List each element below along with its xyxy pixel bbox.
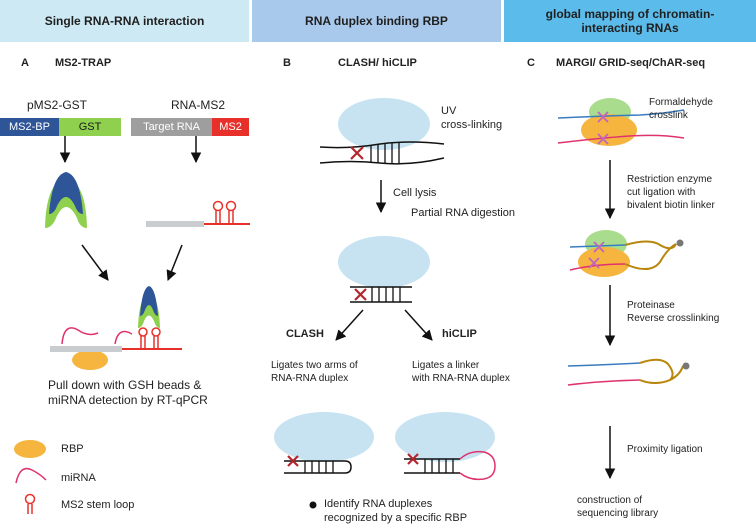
construction-text-1: construction of [577,495,643,506]
uv-crosslink-step [319,98,445,214]
reversed-crosslink-product [567,358,690,480]
rna-ms2-label: RNA-MS2 [171,98,226,112]
stem-loop-legend-icon [24,493,36,514]
ms2bp-gst-protein [45,172,87,228]
identify-text-2: recognized by a specific RBP [324,512,468,524]
identify-text-1: Identify RNA duplexes [324,498,433,510]
panel-c-title: MARGI/ GRID-seq/ChAR-seq [556,57,706,69]
panel-a-letter: A [21,57,29,69]
panel-c-letter: C [527,57,535,69]
gst-box: GST [59,118,121,136]
cell-lysis-text: Cell lysis [393,187,437,199]
uv-text-1: UV [441,105,457,117]
legend-icons [14,440,47,514]
header-chromatin-mapping: global mapping of chromatin-interacting … [504,0,756,42]
clash-product [274,412,374,474]
rna-ms2-construct [146,200,250,227]
ms2bp-box: MS2-BP [0,118,59,136]
formaldehyde-text-2: crosslink [649,110,688,121]
panel-a-title: MS2-TRAP [55,57,112,69]
pms2-gst-label: pMS2-GST [27,98,88,112]
restriction-text-2: cut ligation with [627,187,696,198]
legend-mirna-label: miRNA [61,472,96,484]
partial-digestion-text: Partial RNA digestion [411,207,515,219]
hiclip-desc-2: with RNA-RNA duplex [412,373,510,384]
proteinase-text-1: Proteinase [627,300,675,311]
pulldown-text-2: miRNA detection by RT-qPCR [48,393,208,407]
mirna-legend-icon [15,467,47,484]
hiclip-desc-1: Ligates a linker [412,360,480,371]
restriction-text-1: Restriction enzyme [627,174,713,185]
construction-text-2: sequencing library [577,508,659,519]
hiclip-product [395,412,496,481]
digestion-step [335,236,433,341]
hiclip-label: hiCLIP [442,328,477,340]
formaldehyde-text-1: Formaldehyde [649,97,713,108]
proteinase-text-2: Reverse crosslinking [627,313,720,324]
restriction-text-3: bivalent biotin linker [627,200,715,211]
panel-b-letter: B [283,57,291,69]
uv-text-2: cross-linking [441,119,503,131]
rbp-legend-icon [14,440,46,458]
target-rna-box: Target RNA [131,118,212,136]
header-c-text: global mapping of chromatin-interacting … [545,7,715,35]
ms2-box: MS2 [212,118,249,136]
legend-rbp-label: RBP [61,443,84,455]
header-rna-duplex-rbp: RNA duplex binding RBP [252,0,501,42]
pulldown-text-1: Pull down with GSH beads & [48,378,202,392]
header-single-rna-interaction: Single RNA-RNA interaction [0,0,249,42]
formaldehyde-step [557,98,685,220]
clash-desc-1: Ligates two arms of [271,360,358,371]
clash-desc-2: RNA-RNA duplex [271,373,349,384]
header-b-text: RNA duplex binding RBP [305,14,448,28]
legend-stem-loop-label: MS2 stem loop [61,499,135,511]
header-a-text: Single RNA-RNA interaction [44,14,205,28]
biotin-linker-step [569,230,684,347]
panel-b-title: CLASH/ hiCLIP [338,57,417,69]
assembled-complex [50,286,182,370]
clash-label: CLASH [286,328,324,340]
bullet-dot [309,501,317,509]
proximity-ligation-text: Proximity ligation [627,444,703,455]
